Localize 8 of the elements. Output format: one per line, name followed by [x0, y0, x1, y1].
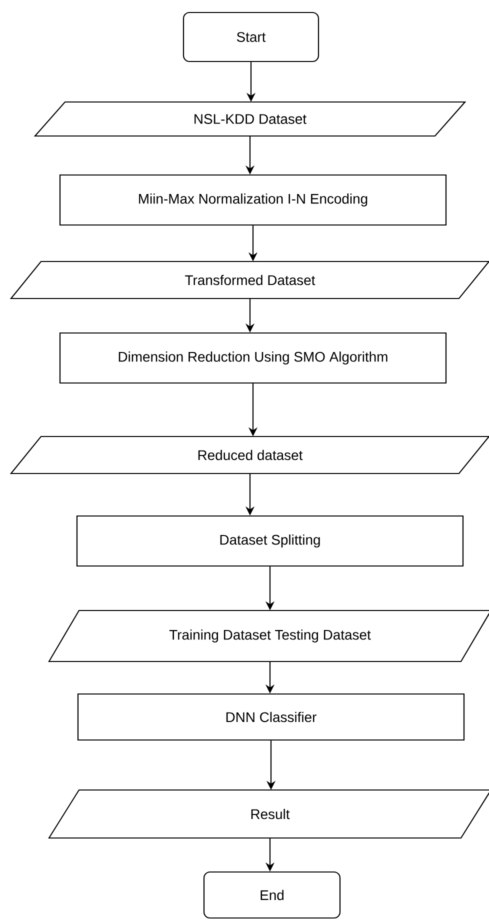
data-parallelogram: Result [48, 789, 489, 839]
process-box: DNN Classifier [77, 693, 465, 741]
terminal-box: End [203, 871, 341, 919]
process-box: Miin-Max Normalization I-N Encoding [59, 174, 447, 226]
process-box: Dimension Reduction Using SMO Algorithm [59, 332, 447, 384]
terminal-box: Start [182, 12, 320, 62]
data-parallelogram: Training Dataset Testing Dataset [48, 610, 489, 662]
process-box: Dataset Splitting [76, 515, 464, 567]
